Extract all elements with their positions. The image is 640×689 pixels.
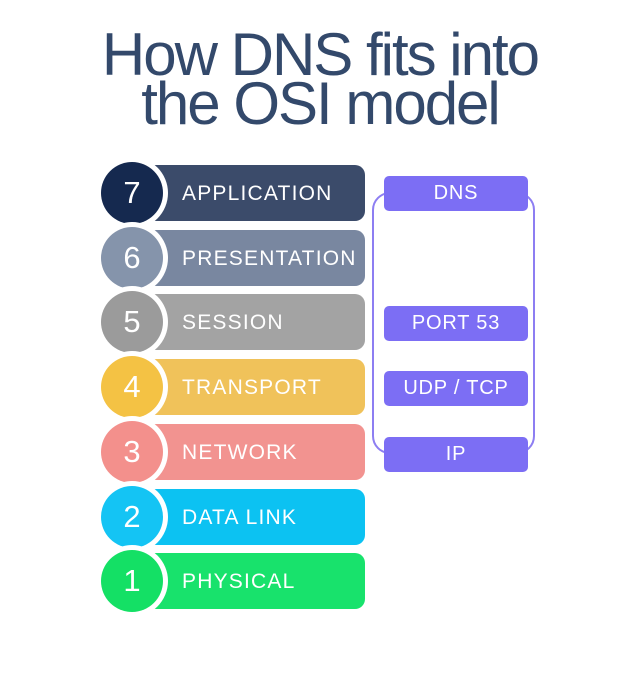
osi-layer-4-row: 4 TRANSPORT [0,356,640,418]
osi-layer-bar [146,359,365,415]
osi-layer-2-row: 2 DATA LINK [0,486,640,548]
osi-layer-number-badge: 4 [101,356,163,418]
osi-layer-label: PHYSICAL [182,570,296,593]
dns-stack-box-udp-tcp: UDP / TCP [384,371,528,406]
dns-stack-box-dns: DNS [384,176,528,211]
page-title-line2: the OSI model [141,70,501,137]
osi-layer-label: NETWORK [182,441,298,464]
osi-layer-number-badge: 5 [101,291,163,353]
osi-layer-bar [146,489,365,545]
osi-layer-number-badge: 2 [101,486,163,548]
dns-stack-box-ip: IP [384,437,528,472]
osi-layer-3-row: 3 NETWORK [0,421,640,483]
osi-layer-bar [146,424,365,480]
osi-layer-bar [146,230,365,286]
osi-layer-number-badge: 7 [101,162,163,224]
osi-layer-number-badge: 6 [101,227,163,289]
osi-layer-label: DATA LINK [182,506,298,529]
osi-layer-6-row: 6 PRESENTATION [0,227,640,289]
osi-layer-label: TRANSPORT [182,376,322,399]
osi-layer-bar [146,553,365,609]
osi-layer-number-badge: 1 [101,550,163,612]
osi-layer-1-row: 1 PHYSICAL [0,550,640,612]
page-title-line1: How DNS fits into [101,21,540,88]
osi-layer-number-badge: 3 [101,421,163,483]
osi-layer-bar [146,165,365,221]
osi-layer-5-row: 5 SESSION [0,291,640,353]
osi-layer-label: APPLICATION [182,182,333,205]
osi-layer-7-row: 7 APPLICATION [0,162,640,224]
osi-layer-bar [146,294,365,350]
dns-stack-box-port-53: PORT 53 [384,306,528,341]
page-title: How DNS fits into the OSI model [0,21,640,137]
osi-layer-label: PRESENTATION [182,247,357,270]
osi-layer-label: SESSION [182,311,284,334]
